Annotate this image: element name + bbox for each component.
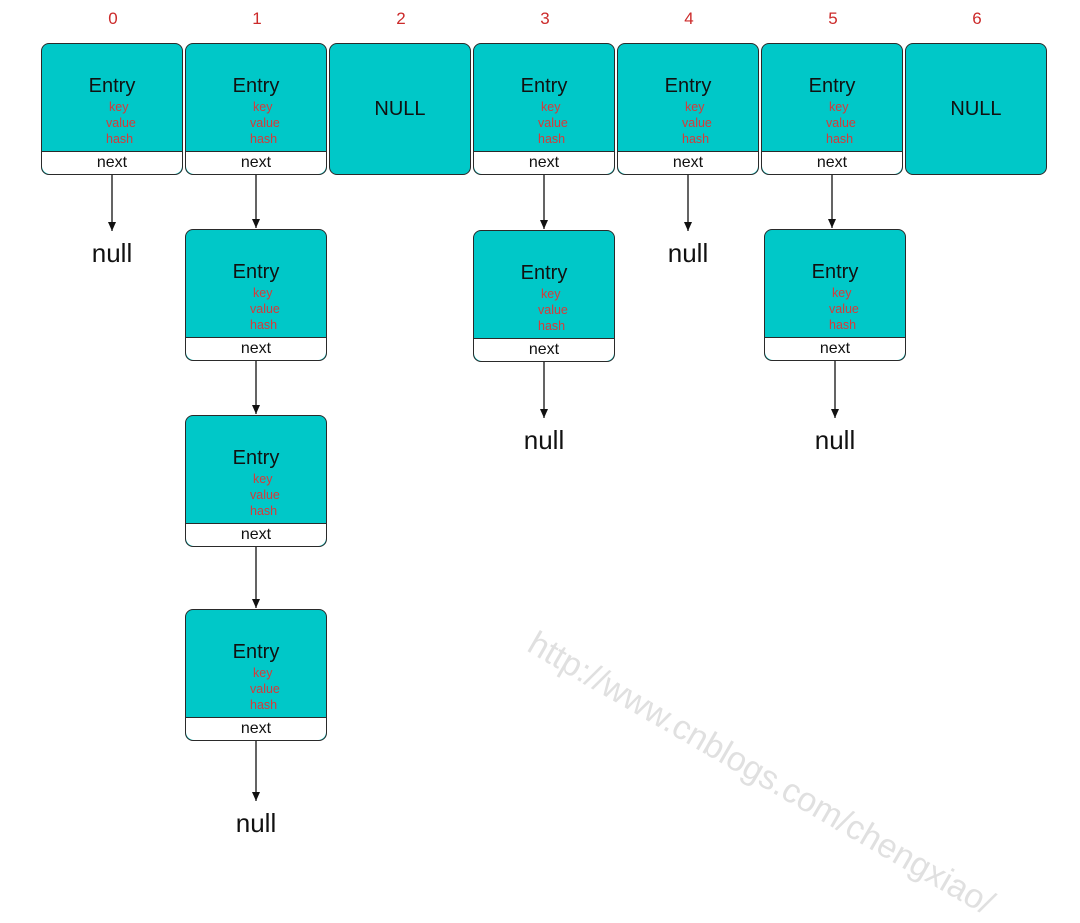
null-terminator: null [667, 238, 709, 268]
field-key: key [832, 286, 852, 300]
chained-entry: Entry key value hash next [473, 230, 615, 362]
arrow-layer [108, 175, 839, 801]
field-value: value [829, 302, 859, 316]
field-hash: hash [829, 318, 857, 332]
field-value: value [682, 116, 712, 130]
field-key: key [109, 100, 129, 114]
next-pointer-field: next [186, 523, 326, 546]
bucket-entry: Entry key value hash next [185, 43, 327, 175]
next-pointer-field: next [762, 151, 902, 174]
null-bucket-cell: NULL [905, 43, 1047, 175]
bucket-index-label: 0 [108, 9, 118, 28]
next-pointer-field: next [474, 338, 614, 361]
entry-title: Entry [232, 447, 280, 469]
entry-title: Entry [232, 641, 280, 663]
next-pointer-field: next [474, 151, 614, 174]
field-hash: hash [106, 132, 134, 146]
field-key: key [253, 286, 273, 300]
field-key: key [253, 472, 273, 486]
bucket-index-label: 6 [972, 9, 982, 28]
next-pointer-field: next [186, 151, 326, 174]
field-value: value [538, 303, 568, 317]
entry-title: Entry [88, 75, 136, 97]
field-value: value [250, 682, 280, 696]
null-terminator: null [814, 425, 856, 455]
entry-title: Entry [664, 75, 712, 97]
bucket-index-label: 1 [252, 9, 262, 28]
entry-title: Entry [811, 261, 859, 283]
bucket-entry: Entry key value hash next [761, 43, 903, 175]
field-value: value [538, 116, 568, 130]
field-key: key [253, 666, 273, 680]
field-hash: hash [250, 504, 278, 518]
null-terminator: null [235, 808, 277, 838]
field-value: value [826, 116, 856, 130]
field-hash: hash [538, 319, 566, 333]
field-hash: hash [538, 132, 566, 146]
field-value: value [106, 116, 136, 130]
entry-title: Entry [520, 75, 568, 97]
field-key: key [541, 100, 561, 114]
chained-entry: Entry key value hash next [185, 229, 327, 361]
field-key: key [685, 100, 705, 114]
next-pointer-field: next [186, 717, 326, 740]
field-value: value [250, 116, 280, 130]
next-pointer-field: next [618, 151, 758, 174]
null-bucket-cell: NULL [329, 43, 471, 175]
field-value: value [250, 488, 280, 502]
field-key: key [253, 100, 273, 114]
entry-title: Entry [232, 261, 280, 283]
field-value: value [250, 302, 280, 316]
field-hash: hash [826, 132, 854, 146]
bucket-entry: Entry key value hash next [41, 43, 183, 175]
next-pointer-field: next [42, 151, 182, 174]
next-pointer-field: next [765, 337, 905, 360]
chained-entry: Entry key value hash next [185, 415, 327, 547]
field-key: key [541, 287, 561, 301]
null-terminator: null [91, 238, 133, 268]
entry-title: Entry [520, 262, 568, 284]
chained-entry: Entry key value hash next [185, 609, 327, 741]
bucket-index-label: 4 [684, 9, 694, 28]
field-key: key [829, 100, 849, 114]
bucket-index-label: 5 [828, 9, 838, 28]
bucket-entry: Entry key value hash next [617, 43, 759, 175]
null-bucket-label: NULL [950, 98, 1002, 120]
bucket-index-label: 3 [540, 9, 550, 28]
bucket-index-label: 2 [396, 9, 406, 28]
field-hash: hash [250, 318, 278, 332]
entry-title: Entry [232, 75, 280, 97]
field-hash: hash [250, 698, 278, 712]
null-bucket-label: NULL [374, 98, 426, 120]
bucket-entry: Entry key value hash next [473, 43, 615, 175]
field-hash: hash [250, 132, 278, 146]
entry-title: Entry [808, 75, 856, 97]
chained-entry: Entry key value hash next [764, 229, 906, 361]
null-terminator: null [523, 425, 565, 455]
next-pointer-field: next [186, 337, 326, 360]
field-hash: hash [682, 132, 710, 146]
